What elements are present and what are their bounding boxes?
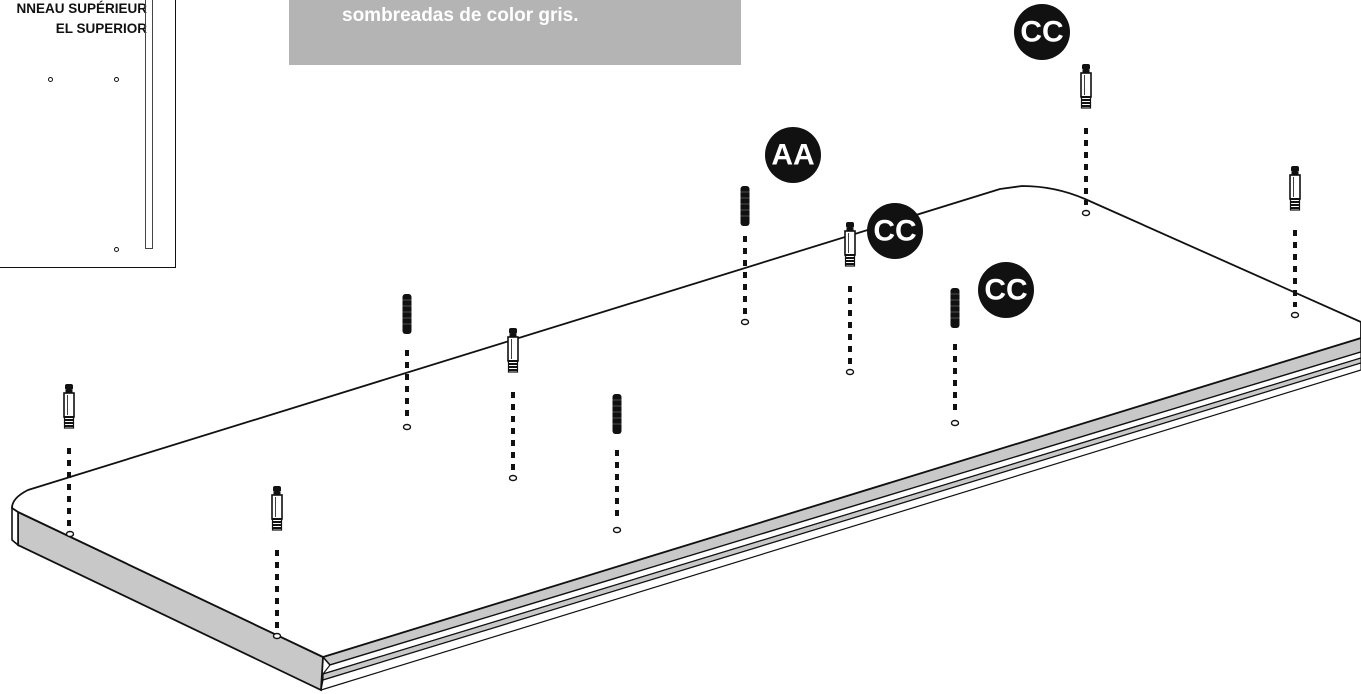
callout-cc-middle: CC — [873, 215, 916, 248]
callout-cc-top-right-badge: CC — [1014, 4, 1070, 60]
inset-hole — [48, 77, 53, 82]
inset-panel-edge — [145, 0, 153, 249]
callout-cc-right-badge: CC — [978, 262, 1034, 318]
callout-cc-middle-badge: CC — [867, 203, 923, 259]
inset-title-es: EL SUPERIOR — [55, 21, 147, 36]
callout-aa-badge: AA — [765, 127, 821, 183]
inset-title: NNEAU SUPÉRIEUR EL SUPERIOR — [0, 0, 147, 39]
callout-cc-top-right: CC — [1020, 16, 1063, 49]
callout-aa: AA — [771, 139, 814, 172]
insertion-guides — [67, 128, 1297, 628]
inset-hole — [114, 77, 119, 82]
inset-hole — [114, 247, 119, 252]
inset-panel-diagram: NNEAU SUPÉRIEUR EL SUPERIOR — [0, 0, 176, 268]
table-top-panel — [11, 185, 1361, 692]
inset-title-fr: NNEAU SUPÉRIEUR — [16, 1, 147, 16]
instruction-note-box: sombreadas de color gris. — [289, 0, 741, 65]
callout-cc-right: CC — [984, 274, 1027, 307]
instruction-note-text: sombreadas de color gris. — [342, 5, 579, 26]
hole-markers — [65, 209, 1300, 640]
